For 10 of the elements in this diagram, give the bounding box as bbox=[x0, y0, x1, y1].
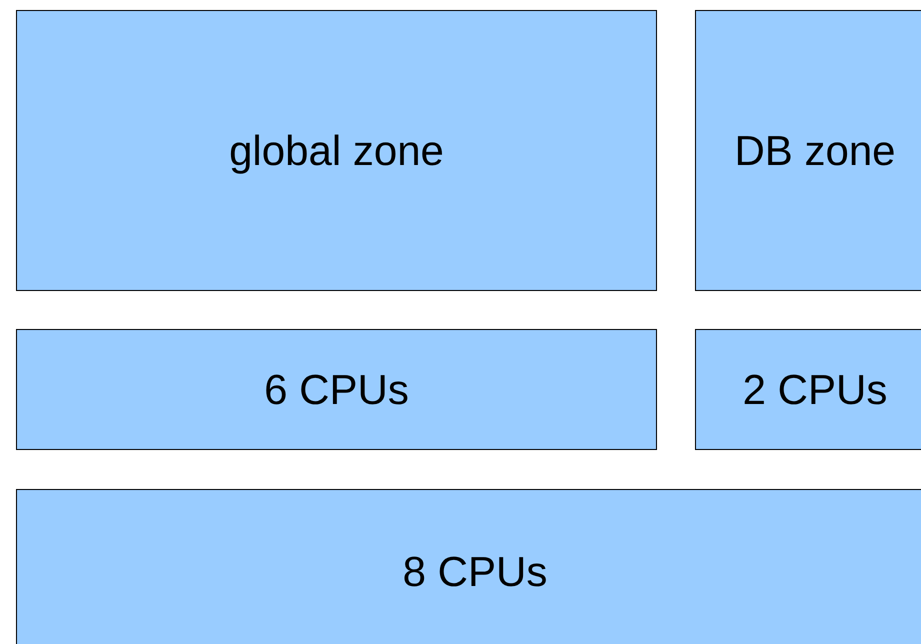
box-label: global zone bbox=[229, 126, 444, 174]
box-label: 8 CPUs bbox=[402, 548, 548, 596]
zone-box bbox=[695, 329, 921, 450]
zone-box bbox=[16, 489, 921, 644]
box-label: 6 CPUs bbox=[264, 366, 409, 414]
zone-box bbox=[695, 10, 921, 291]
box-label: 2 CPUs bbox=[742, 366, 888, 414]
zone-box bbox=[16, 329, 657, 450]
box-label: DB zone bbox=[734, 126, 896, 174]
zone-box bbox=[16, 10, 657, 291]
